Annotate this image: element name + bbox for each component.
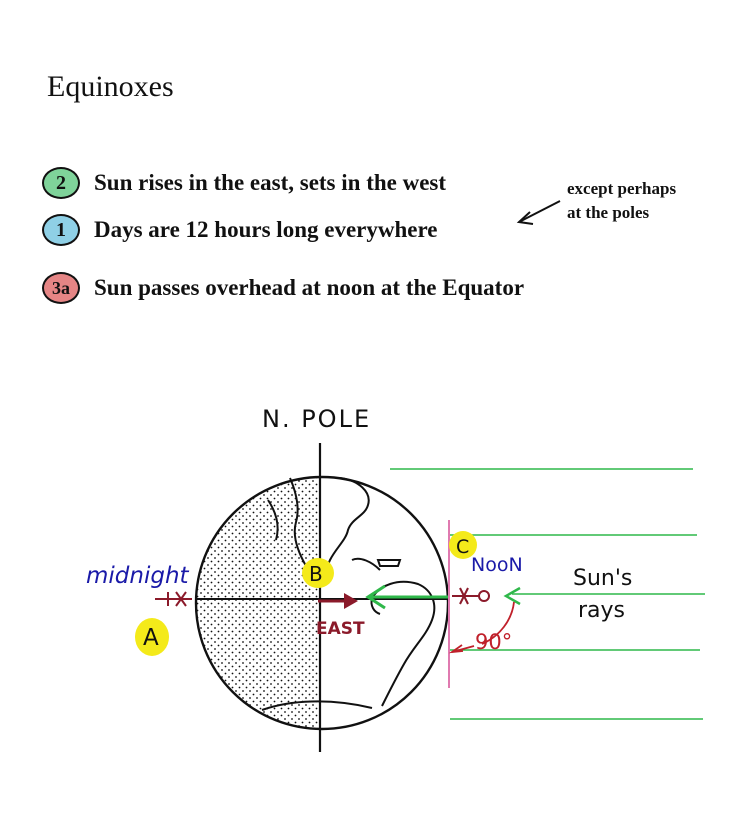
ray-arrowhead-noon xyxy=(503,586,521,606)
number-badge-2: 2 xyxy=(42,167,80,199)
noon-label: NooN xyxy=(471,554,523,576)
number-badge-1: 1 xyxy=(42,214,80,246)
angle-indicator xyxy=(448,601,515,654)
list-item-text: Days are 12 hours long everywhere xyxy=(94,217,438,242)
east-label: EAST xyxy=(316,619,365,639)
suns-rays-label-line2: rays xyxy=(578,598,625,623)
suns-rays-label-line1: Sun's xyxy=(573,566,632,591)
marker-b-label: B xyxy=(309,562,323,586)
ray-arrow-into-globe xyxy=(365,584,448,610)
marker-b-highlight xyxy=(302,558,334,588)
sun-rays xyxy=(390,468,705,720)
list-item-text: Sun passes overhead at noon at the Equat… xyxy=(94,275,525,300)
n-pole-label: N. POLE xyxy=(262,405,371,433)
number-badge-3a: 3a xyxy=(42,272,80,304)
note-line-1: except perhaps xyxy=(567,179,677,198)
marker-a-highlight xyxy=(135,618,169,656)
marker-c-highlight xyxy=(449,531,477,559)
marker-a-label: A xyxy=(143,625,159,651)
marker-c-label: C xyxy=(456,536,469,558)
east-arrow xyxy=(318,593,358,609)
note-arrow xyxy=(516,200,561,225)
list-item-sun-overhead: 3a Sun passes overhead at noon at the Eq… xyxy=(42,270,524,306)
list-item-days-12-hours: 1 Days are 12 hours long everywhere xyxy=(42,212,437,248)
angle-label: 90° xyxy=(475,630,512,654)
person-noon-icon xyxy=(452,587,490,605)
page-title: Equinoxes xyxy=(47,70,174,103)
list-item-text: Sun rises in the east, sets in the west xyxy=(94,170,447,195)
midnight-label: midnight xyxy=(86,563,190,589)
note-line-2: at the poles xyxy=(567,203,650,222)
list-item-sun-rises: 2 Sun rises in the east, sets in the wes… xyxy=(42,165,446,201)
poles-note: except perhaps at the poles xyxy=(567,177,676,225)
night-side xyxy=(196,477,322,729)
person-midnight-icon xyxy=(155,591,192,607)
